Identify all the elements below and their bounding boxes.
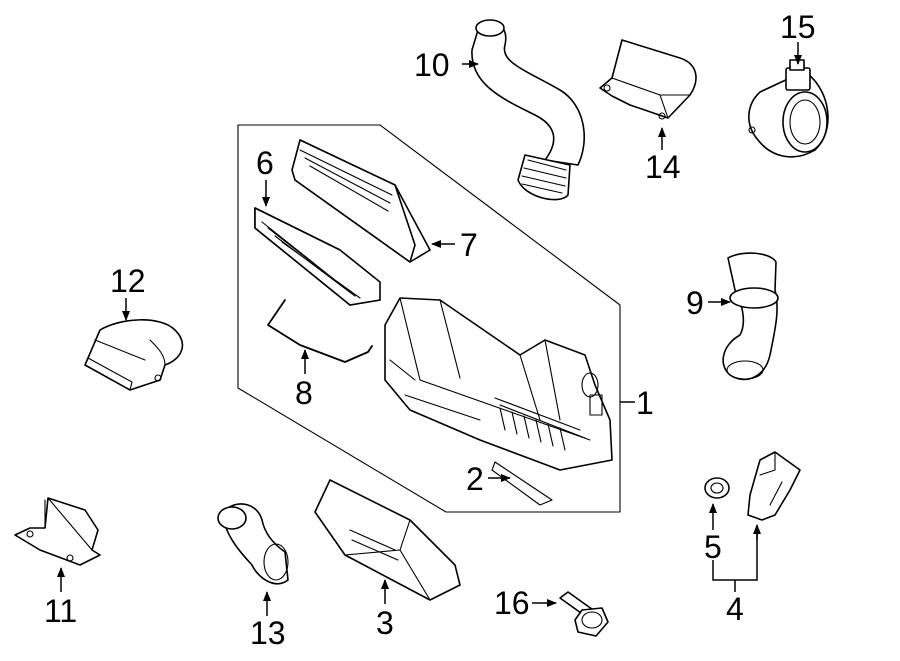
callout-14: 14 (645, 149, 681, 185)
part-gasket[interactable] (491, 461, 553, 506)
callout-7: 7 (460, 227, 478, 263)
callout-15: 15 (780, 9, 816, 45)
part-air-cleaner-housing[interactable] (384, 297, 613, 471)
part-intake-tube-upper[interactable] (471, 19, 585, 201)
part-maf-sensor[interactable] (748, 59, 829, 158)
part-intake-hose[interactable] (722, 252, 779, 381)
callout-16: 16 (494, 585, 530, 621)
part-outlet-elbow[interactable] (84, 319, 184, 391)
callout-4: 4 (726, 591, 744, 627)
callout-10: 10 (414, 47, 450, 83)
callout-2: 2 (466, 461, 484, 497)
assembly-outline (237, 124, 621, 513)
part-bolt[interactable] (559, 591, 609, 637)
part-heat-shield[interactable] (599, 39, 697, 120)
callout-13: 13 (250, 615, 286, 651)
part-mount-bracket[interactable] (14, 497, 101, 566)
callout-5: 5 (704, 529, 722, 565)
part-air-filter-element[interactable] (254, 207, 381, 306)
callout-9: 9 (686, 285, 704, 321)
callout-8: 8 (295, 375, 313, 411)
callout-12: 12 (110, 263, 146, 299)
callout-6: 6 (256, 145, 274, 181)
part-resonator[interactable] (291, 139, 431, 263)
part-retaining-wire[interactable] (267, 299, 373, 363)
callout-3: 3 (376, 605, 394, 641)
part-lower-hose[interactable] (217, 503, 289, 585)
part-inlet-duct[interactable] (314, 479, 461, 601)
part-grommet[interactable] (704, 477, 730, 499)
callout-1: 1 (636, 385, 654, 421)
callout-11: 11 (44, 593, 77, 629)
part-bracket[interactable] (747, 451, 801, 521)
